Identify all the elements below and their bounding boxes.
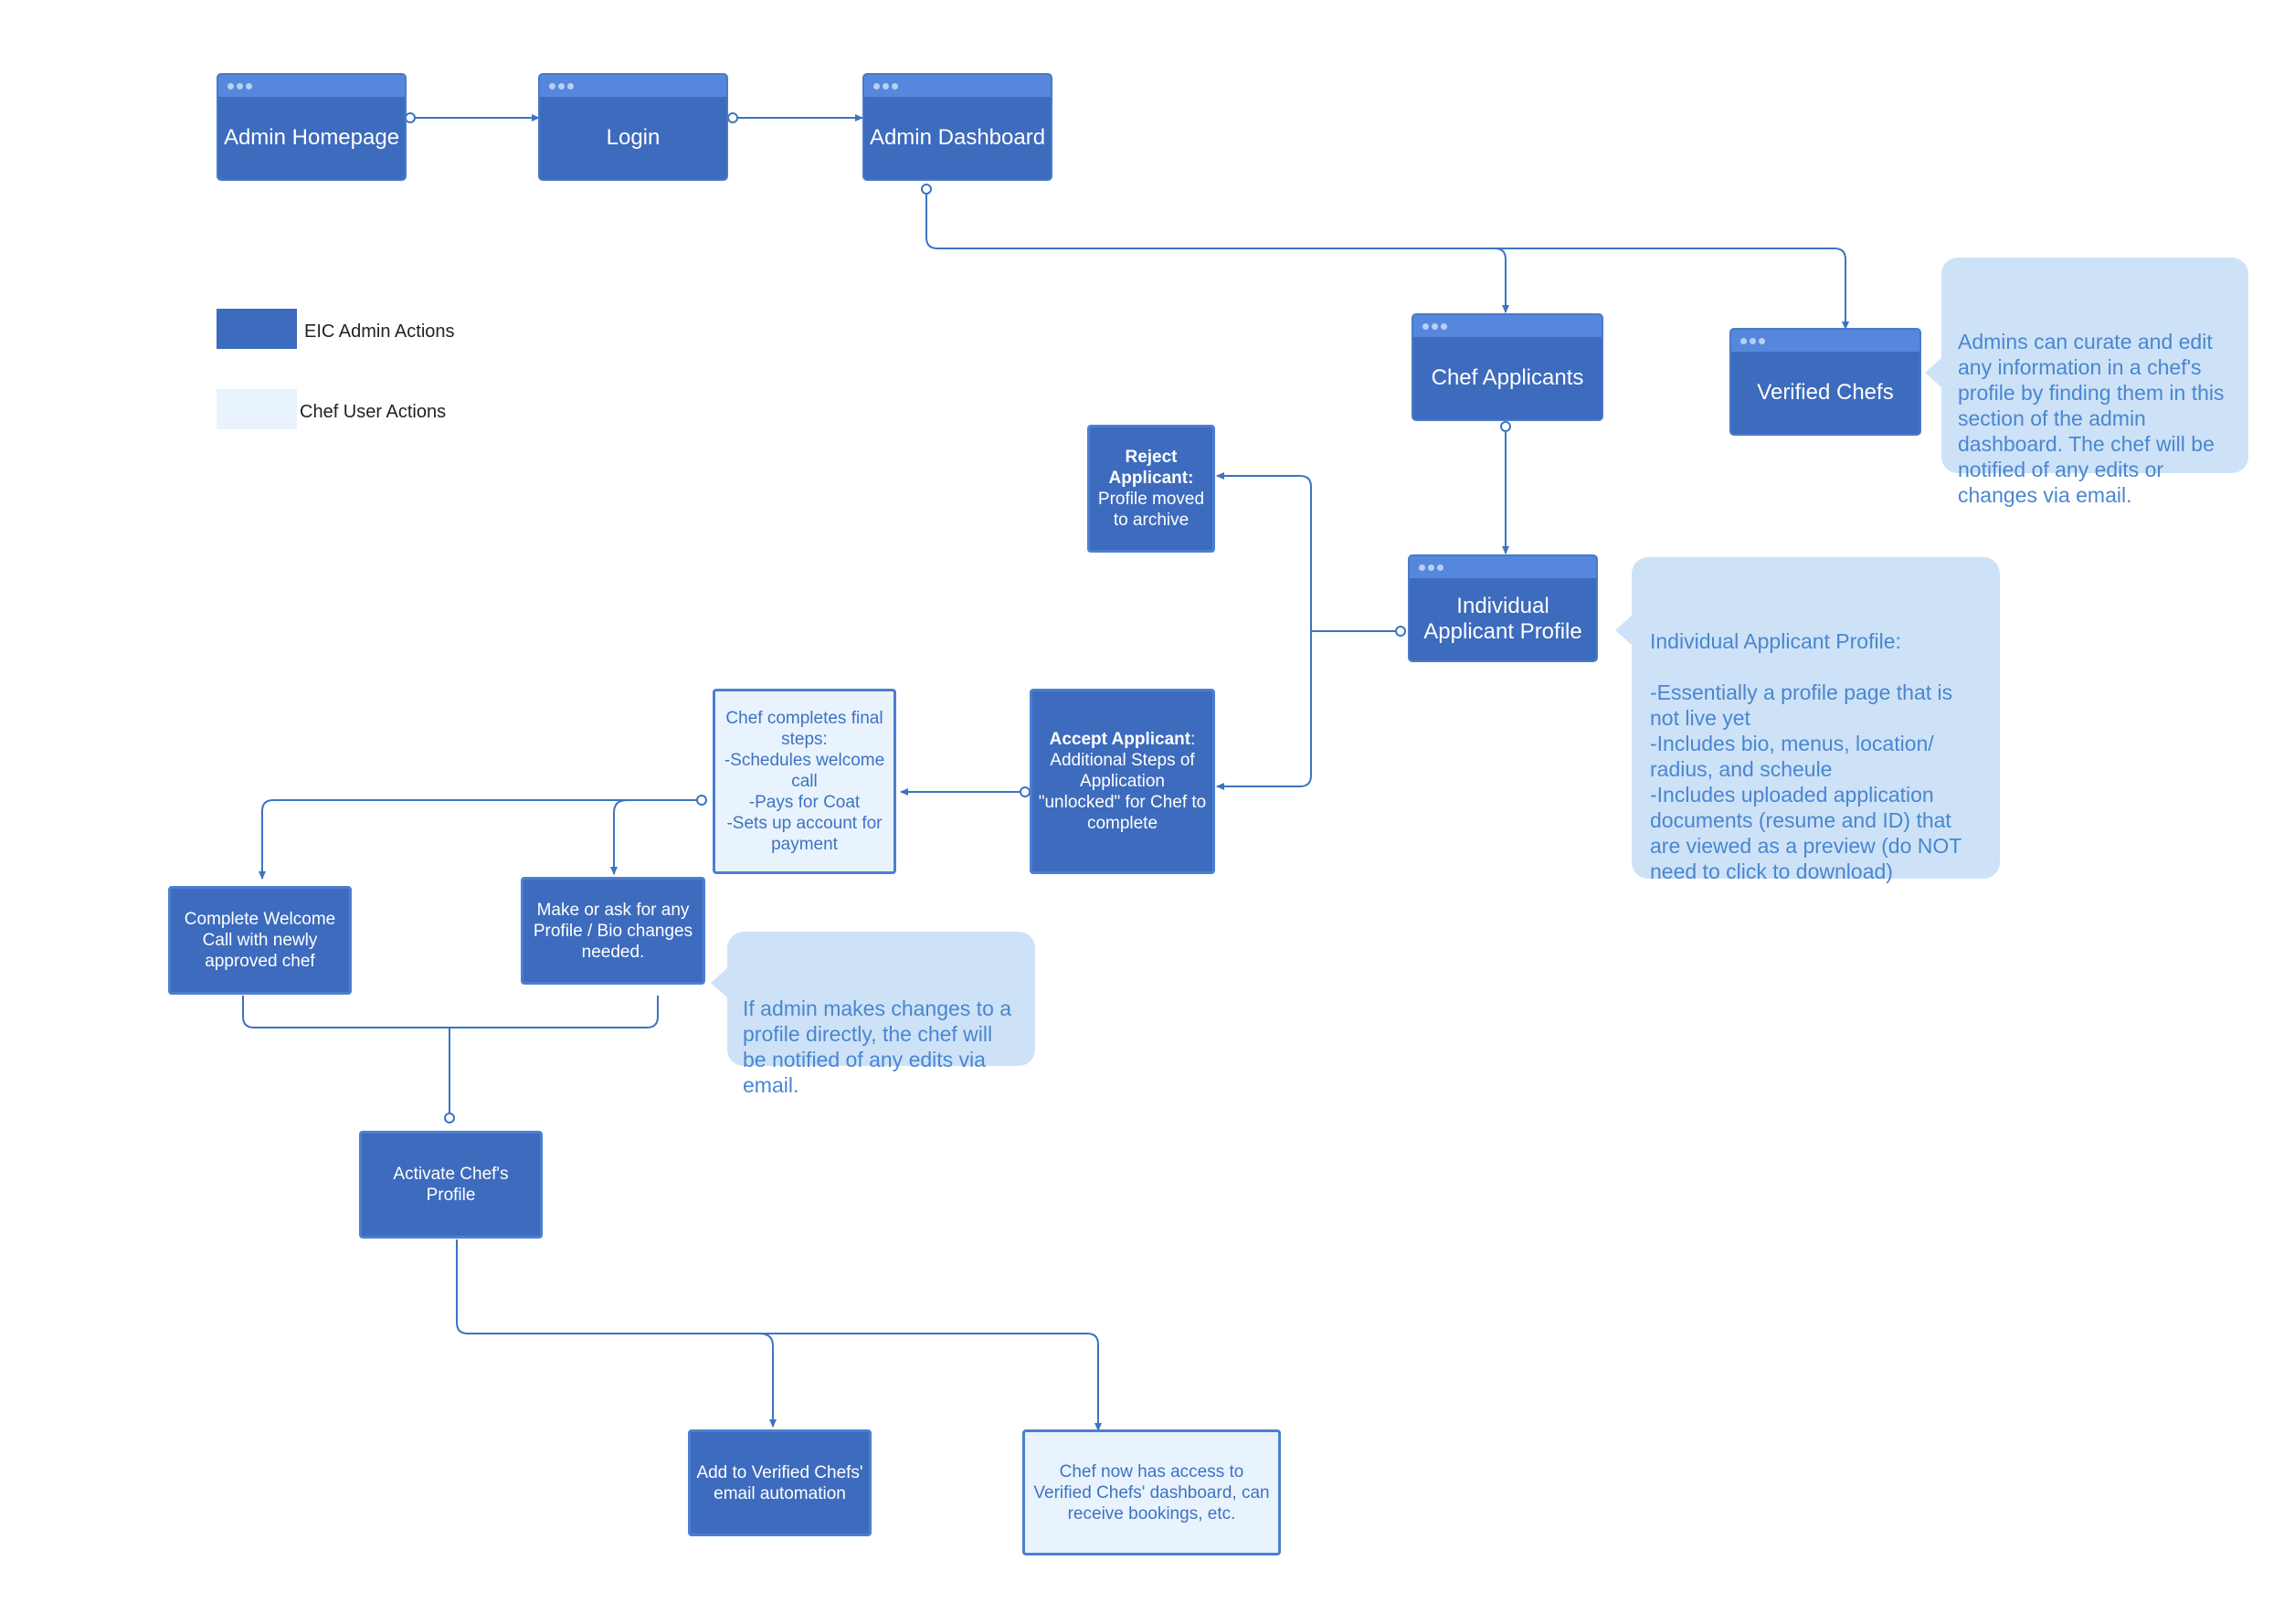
node-admin-homepage[interactable]: Admin Homepage [217, 73, 407, 181]
connector-welcome-merge [242, 996, 659, 1028]
node-admin-dashboard[interactable]: Admin Dashboard [862, 73, 1052, 181]
node-login[interactable]: Login [538, 73, 728, 181]
connector-port [921, 184, 932, 195]
node-reject-applicant[interactable]: Reject Applicant: Profile moved to archi… [1087, 425, 1215, 553]
window-dot-icon [892, 83, 898, 90]
note-applicant-profile: Individual Applicant Profile: -Essential… [1615, 557, 2000, 883]
node-text: Chef now has access to Verified Chefs' d… [1033, 1461, 1270, 1524]
node-label: Chef Applicants [1431, 365, 1584, 390]
window-dot-icon [246, 83, 252, 90]
window-dot-icon [1437, 564, 1443, 571]
note-verified-chefs: Admins can curate and edit any informati… [1925, 258, 2248, 507]
window-dot-icon [558, 83, 565, 90]
window-dot-icon [1750, 338, 1756, 344]
node-label: Verified Chefs [1757, 380, 1894, 405]
window-dot-icon [1419, 564, 1425, 571]
window-dot-icon [567, 83, 574, 90]
node-text: Make or ask for any Profile / Bio change… [533, 900, 693, 962]
node-label: Individual Applicant Profile [1423, 594, 1582, 644]
note-pointer [1925, 358, 1941, 387]
window-dot-icon [1432, 323, 1438, 330]
connector-decision-accept [1216, 631, 1312, 790]
legend-label-chef: Chef User Actions [300, 402, 447, 422]
node-text: Add to Verified Chefs' email automation [696, 1462, 863, 1503]
node-label: Login [606, 125, 661, 150]
node-text: Complete Welcome Call with newly approve… [184, 910, 336, 971]
connector-dashboard-branch [925, 191, 1509, 313]
node-body: Profile moved to archive [1097, 490, 1205, 530]
node-verified-chefs[interactable]: Verified Chefs [1729, 328, 1921, 436]
window-dot-icon [1441, 323, 1447, 330]
node-individual-applicant-profile[interactable]: Individual Applicant Profile [1408, 554, 1598, 662]
node-accept-applicant[interactable]: Accept Applicant: Additional Steps of Ap… [1030, 689, 1215, 874]
connector-port [1500, 421, 1511, 432]
connector-final-steps-welcome [259, 799, 702, 880]
node-profile-changes[interactable]: Make or ask for any Profile / Bio change… [521, 877, 705, 985]
connector-activate-email [759, 1333, 777, 1428]
node-text: Reject Applicant: Profile moved to archi… [1095, 447, 1207, 531]
connector-final-steps-changes [610, 799, 628, 875]
node-activate-profile[interactable]: Activate Chef's Profile [359, 1131, 543, 1239]
node-chef-access[interactable]: Chef now has access to Verified Chefs' d… [1022, 1429, 1281, 1555]
node-welcome-call[interactable]: Complete Welcome Call with newly approve… [168, 886, 352, 995]
window-dot-icon [227, 83, 234, 90]
node-label: Admin Dashboard [869, 125, 1046, 150]
node-text: Accept Applicant: Additional Steps of Ap… [1038, 730, 1207, 833]
note-pointer [1615, 616, 1632, 645]
legend-swatch-chef [217, 389, 297, 429]
window-dot-icon [237, 83, 243, 90]
node-chef-final-steps[interactable]: Chef completes final steps: -Schedules w… [713, 689, 896, 874]
window-dot-icon [1759, 338, 1765, 344]
node-email-automation[interactable]: Add to Verified Chefs' email automation [688, 1429, 872, 1536]
node-text: Activate Chef's Profile [393, 1165, 509, 1205]
note-pointer [711, 968, 727, 997]
node-title: Reject Applicant: [1108, 448, 1194, 488]
connector-port [405, 112, 416, 123]
window-dot-icon [549, 83, 555, 90]
connector-port [1395, 626, 1406, 637]
legend-label-admin: EIC Admin Actions [304, 322, 455, 342]
note-text: Admins can curate and edit any informati… [1958, 330, 2225, 507]
connector-port [444, 1113, 455, 1123]
window-dot-icon [1422, 323, 1429, 330]
node-chef-applicants[interactable]: Chef Applicants [1412, 313, 1603, 421]
node-title: Accept Applicant [1049, 730, 1191, 749]
legend-swatch-admin [217, 309, 297, 349]
window-dot-icon [883, 83, 889, 90]
window-dot-icon [1428, 564, 1434, 571]
window-dot-icon [1740, 338, 1747, 344]
note-admin-edit: If admin makes changes to a profile dire… [711, 932, 1035, 1097]
node-body: Additional Steps of Application "unlocke… [1038, 751, 1207, 833]
connector-port [696, 795, 707, 806]
connector-activate-branch [456, 1239, 1102, 1431]
node-label: Admin Homepage [223, 125, 400, 150]
connector-port [1020, 786, 1031, 797]
connector-decision-reject [1216, 472, 1312, 631]
note-text: If admin makes changes to a profile dire… [743, 997, 1012, 1097]
node-text: Chef completes final steps: -Schedules w… [724, 709, 885, 854]
connector-port [727, 112, 738, 123]
note-text: Individual Applicant Profile: -Essential… [1650, 629, 1961, 883]
window-dot-icon [873, 83, 880, 90]
